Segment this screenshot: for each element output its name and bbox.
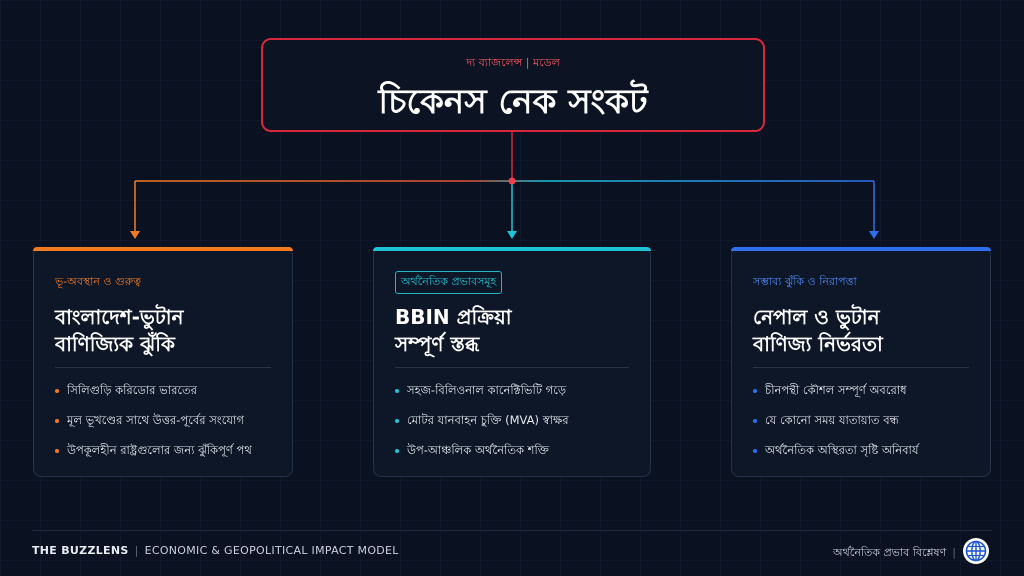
bullet-dot	[395, 388, 399, 393]
list-item: সহজ-বিলিওনাল কানেক্টিভিটি গড়ে	[395, 381, 642, 411]
card-list: চীনপন্থী কৌশল সম্পূর্ণ অবরোধ যে কোনো সময…	[753, 381, 982, 471]
bullet-dot	[395, 448, 399, 453]
arrow-left	[130, 231, 140, 239]
list-item: উপকূলহীন রাষ্ট্রগুলোর জন্য ঝুঁকিপূর্ণ পথ	[55, 441, 284, 471]
title-subtitle: দ্য ব্যাজলেন্স | মডেল	[466, 56, 560, 69]
card-list: সহজ-বিলিওনাল কানেক্টিভিটি গড়ে মোটর যানব…	[395, 381, 642, 471]
card-heading-line: বাংলাদেশ-ভুটান	[55, 305, 184, 329]
card-tag: সম্ভাব্য ঝুঁকি ও নিরাপত্তা	[753, 275, 857, 288]
bullet-dot	[55, 448, 59, 453]
list-item: মূল ভূখণ্ডের সাথে উত্তর-পূর্বের সংযোগ	[55, 411, 284, 441]
footer-separator: |	[952, 546, 956, 559]
globe-icon	[963, 538, 989, 564]
bullet-dot	[55, 418, 59, 423]
arrow-center	[507, 231, 517, 239]
footer-right-text: অর্থনৈতিক প্রভাব বিশ্লেষণ	[833, 546, 947, 559]
arrow-right	[869, 231, 879, 239]
card-heading: বাংলাদেশ-ভুটান বাণিজ্যিক ঝুঁকি	[55, 304, 183, 358]
list-item: চীনপন্থী কৌশল সম্পূর্ণ অবরোধ	[753, 381, 982, 411]
card-economic-impact: অর্থনৈতিক প্রভাবসমূহ BBIN প্রক্রিয়া সম্…	[373, 247, 651, 477]
list-item: মোটর যানবাহন চুক্তি (MVA) স্বাক্ষর	[395, 411, 642, 441]
bullet-dot	[753, 418, 757, 423]
card-heading-line: নেপাল ও ভুটান	[753, 305, 880, 329]
footer-divider	[32, 530, 992, 531]
card-accent-bar	[731, 247, 991, 251]
list-item: অর্থনৈতিক অস্থিরতা সৃষ্টি অনিবার্য	[753, 441, 982, 471]
bullet-dot	[753, 388, 757, 393]
card-tag: অর্থনৈতিক প্রভাবসমূহ	[395, 271, 503, 294]
footer-separator: |	[134, 544, 139, 557]
list-item-text: উপ-আঞ্চলিক অর্থনৈতিক শক্তি	[407, 443, 549, 457]
card-heading: নেপাল ও ভুটান বাণিজ্য নির্ভরতা	[753, 304, 883, 358]
card-accent-bar	[373, 247, 651, 251]
list-item-text: অর্থনৈতিক অস্থিরতা সৃষ্টি অনিবার্য	[765, 443, 919, 457]
list-item-text: উপকূলহীন রাষ্ট্রগুলোর জন্য ঝুঁকিপূর্ণ পথ	[67, 443, 252, 457]
footer-brand-line: THE BUZZLENS | ECONOMIC & GEOPOLITICAL IMP…	[32, 544, 399, 557]
page-title: চিকেনস নেক সংকট	[378, 82, 648, 122]
card-heading-line: বাণিজ্য নির্ভরতা	[753, 332, 883, 356]
list-item-text: মোটর যানবাহন চুক্তি (MVA) স্বাক্ষর	[407, 413, 569, 427]
card-divider	[395, 367, 629, 368]
card-tag: ভূ-অবস্থান ও গুরুত্ব	[55, 275, 141, 288]
card-accent-bar	[33, 247, 293, 251]
card-heading-line: BBIN প্রক্রিয়া	[395, 305, 512, 329]
footer-brand: THE BUZZLENS	[32, 544, 129, 557]
list-item: উপ-আঞ্চলিক অর্থনৈতিক শক্তি	[395, 441, 642, 471]
footer-model: ECONOMIC & GEOPOLITICAL IMPACT MODEL	[144, 544, 399, 557]
card-geolocation: ভূ-অবস্থান ও গুরুত্ব বাংলাদেশ-ভুটান বাণি…	[33, 247, 293, 477]
card-heading-line: বাণিজ্যিক ঝুঁকি	[55, 332, 175, 356]
card-heading-line: সম্পূর্ণ স্তব্ধ	[395, 332, 480, 356]
card-list: সিলিগুড়ি করিডোর ভারতের মূল ভূখণ্ডের সাথ…	[55, 381, 284, 471]
list-item-text: সিলিগুড়ি করিডোর ভারতের	[67, 383, 197, 397]
list-item: যে কোনো সময় যাতায়াত বন্ধ	[753, 411, 982, 441]
card-risk-security: সম্ভাব্য ঝুঁকি ও নিরাপত্তা নেপাল ও ভুটান…	[731, 247, 991, 477]
footer-right-line: অর্থনৈতিক প্রভাব বিশ্লেষণ |	[833, 544, 956, 563]
bullet-dot	[753, 448, 757, 453]
title-box: দ্য ব্যাজলেন্স | মডেল চিকেনস নেক সংকট	[261, 38, 765, 132]
junction-dot	[508, 177, 516, 185]
card-heading: BBIN প্রক্রিয়া সম্পূর্ণ স্তব্ধ	[395, 304, 512, 358]
bullet-dot	[395, 418, 399, 423]
list-item-text: সহজ-বিলিওনাল কানেক্টিভিটি গড়ে	[407, 383, 567, 397]
card-divider	[753, 367, 969, 368]
card-divider	[55, 367, 271, 368]
list-item: সিলিগুড়ি করিডোর ভারতের	[55, 381, 284, 411]
bullet-dot	[55, 388, 59, 393]
list-item-text: যে কোনো সময় যাতায়াত বন্ধ	[765, 413, 899, 427]
list-item-text: মূল ভূখণ্ডের সাথে উত্তর-পূর্বের সংযোগ	[67, 413, 244, 427]
list-item-text: চীনপন্থী কৌশল সম্পূর্ণ অবরোধ	[765, 383, 907, 397]
